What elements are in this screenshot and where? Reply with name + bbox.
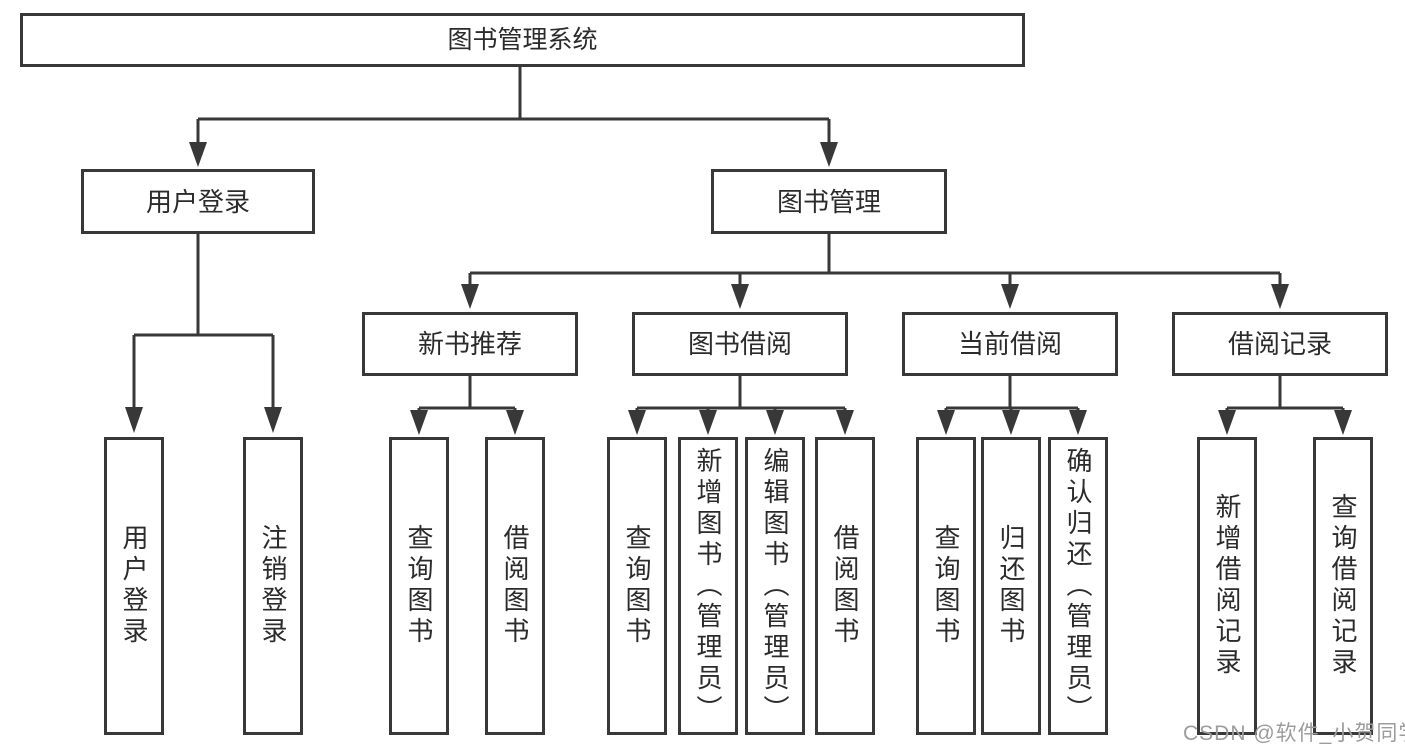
arrow-down-icon	[125, 407, 143, 433]
leaf-borrowing-edit-books-admin: 编辑图书（管理员）	[745, 437, 805, 735]
arrow-down-icon	[1218, 410, 1236, 435]
node-book-management: 图书管理	[711, 169, 947, 234]
arrow-down-icon	[731, 284, 749, 309]
leaf-borrowing-add-books-admin: 新增图书（管理员）	[678, 437, 738, 735]
arrow-down-icon	[461, 284, 479, 309]
leaf-newrec-borrow-books: 借阅图书	[485, 437, 545, 735]
arrow-down-icon	[1069, 410, 1087, 435]
node-borrowing-records: 借阅记录	[1172, 312, 1388, 376]
arrow-down-icon	[506, 410, 524, 435]
arrow-down-icon	[699, 410, 717, 435]
arrow-down-icon	[937, 410, 955, 435]
arrow-down-icon	[1002, 410, 1020, 435]
arrow-down-icon	[766, 410, 784, 435]
borrowing-records-children-connector	[1218, 376, 1352, 435]
book-management-children-connector	[461, 234, 1289, 309]
leaf-current-query-books: 查询图书	[916, 437, 976, 735]
new-book-recommend-children-connector	[410, 376, 524, 435]
leaf-borrowing-borrow-books: 借阅图书	[815, 437, 875, 735]
leaf-newrec-query-books: 查询图书	[389, 437, 449, 735]
csdn-watermark: CSDN @软件_小贺同学	[1183, 722, 1405, 745]
arrow-down-icon	[1271, 284, 1289, 309]
leaf-current-return-books: 归还图书	[981, 437, 1041, 735]
arrow-down-icon	[1001, 284, 1019, 309]
leaf-records-query-borrow-record: 查询借阅记录	[1313, 437, 1373, 735]
arrow-down-icon	[820, 142, 838, 167]
node-new-book-recommend: 新书推荐	[362, 312, 578, 376]
node-book-borrowing: 图书借阅	[632, 312, 848, 376]
node-user-login: 用户登录	[81, 169, 315, 234]
leaf-current-confirm-return-admin: 确认归还（管理员）	[1048, 437, 1108, 735]
leaf-user-login: 用户登录	[104, 437, 164, 735]
book-borrowing-children-connector	[628, 376, 854, 435]
arrow-down-icon	[189, 142, 207, 167]
arrow-down-icon	[264, 407, 282, 433]
root-to-level2-connector	[189, 67, 838, 167]
node-root-book-management-system: 图书管理系统	[20, 13, 1025, 67]
arrow-down-icon	[628, 410, 646, 435]
arrow-down-icon	[836, 410, 854, 435]
node-current-borrowing: 当前借阅	[902, 312, 1118, 376]
current-borrowing-children-connector	[937, 376, 1087, 435]
leaf-logout: 注销登录	[243, 437, 303, 735]
user-login-children-connector	[125, 234, 282, 433]
arrow-down-icon	[1334, 410, 1352, 435]
leaf-records-add-borrow-record: 新增借阅记录	[1197, 437, 1257, 735]
arrow-down-icon	[410, 410, 428, 435]
leaf-borrowing-query-books: 查询图书	[607, 437, 667, 735]
